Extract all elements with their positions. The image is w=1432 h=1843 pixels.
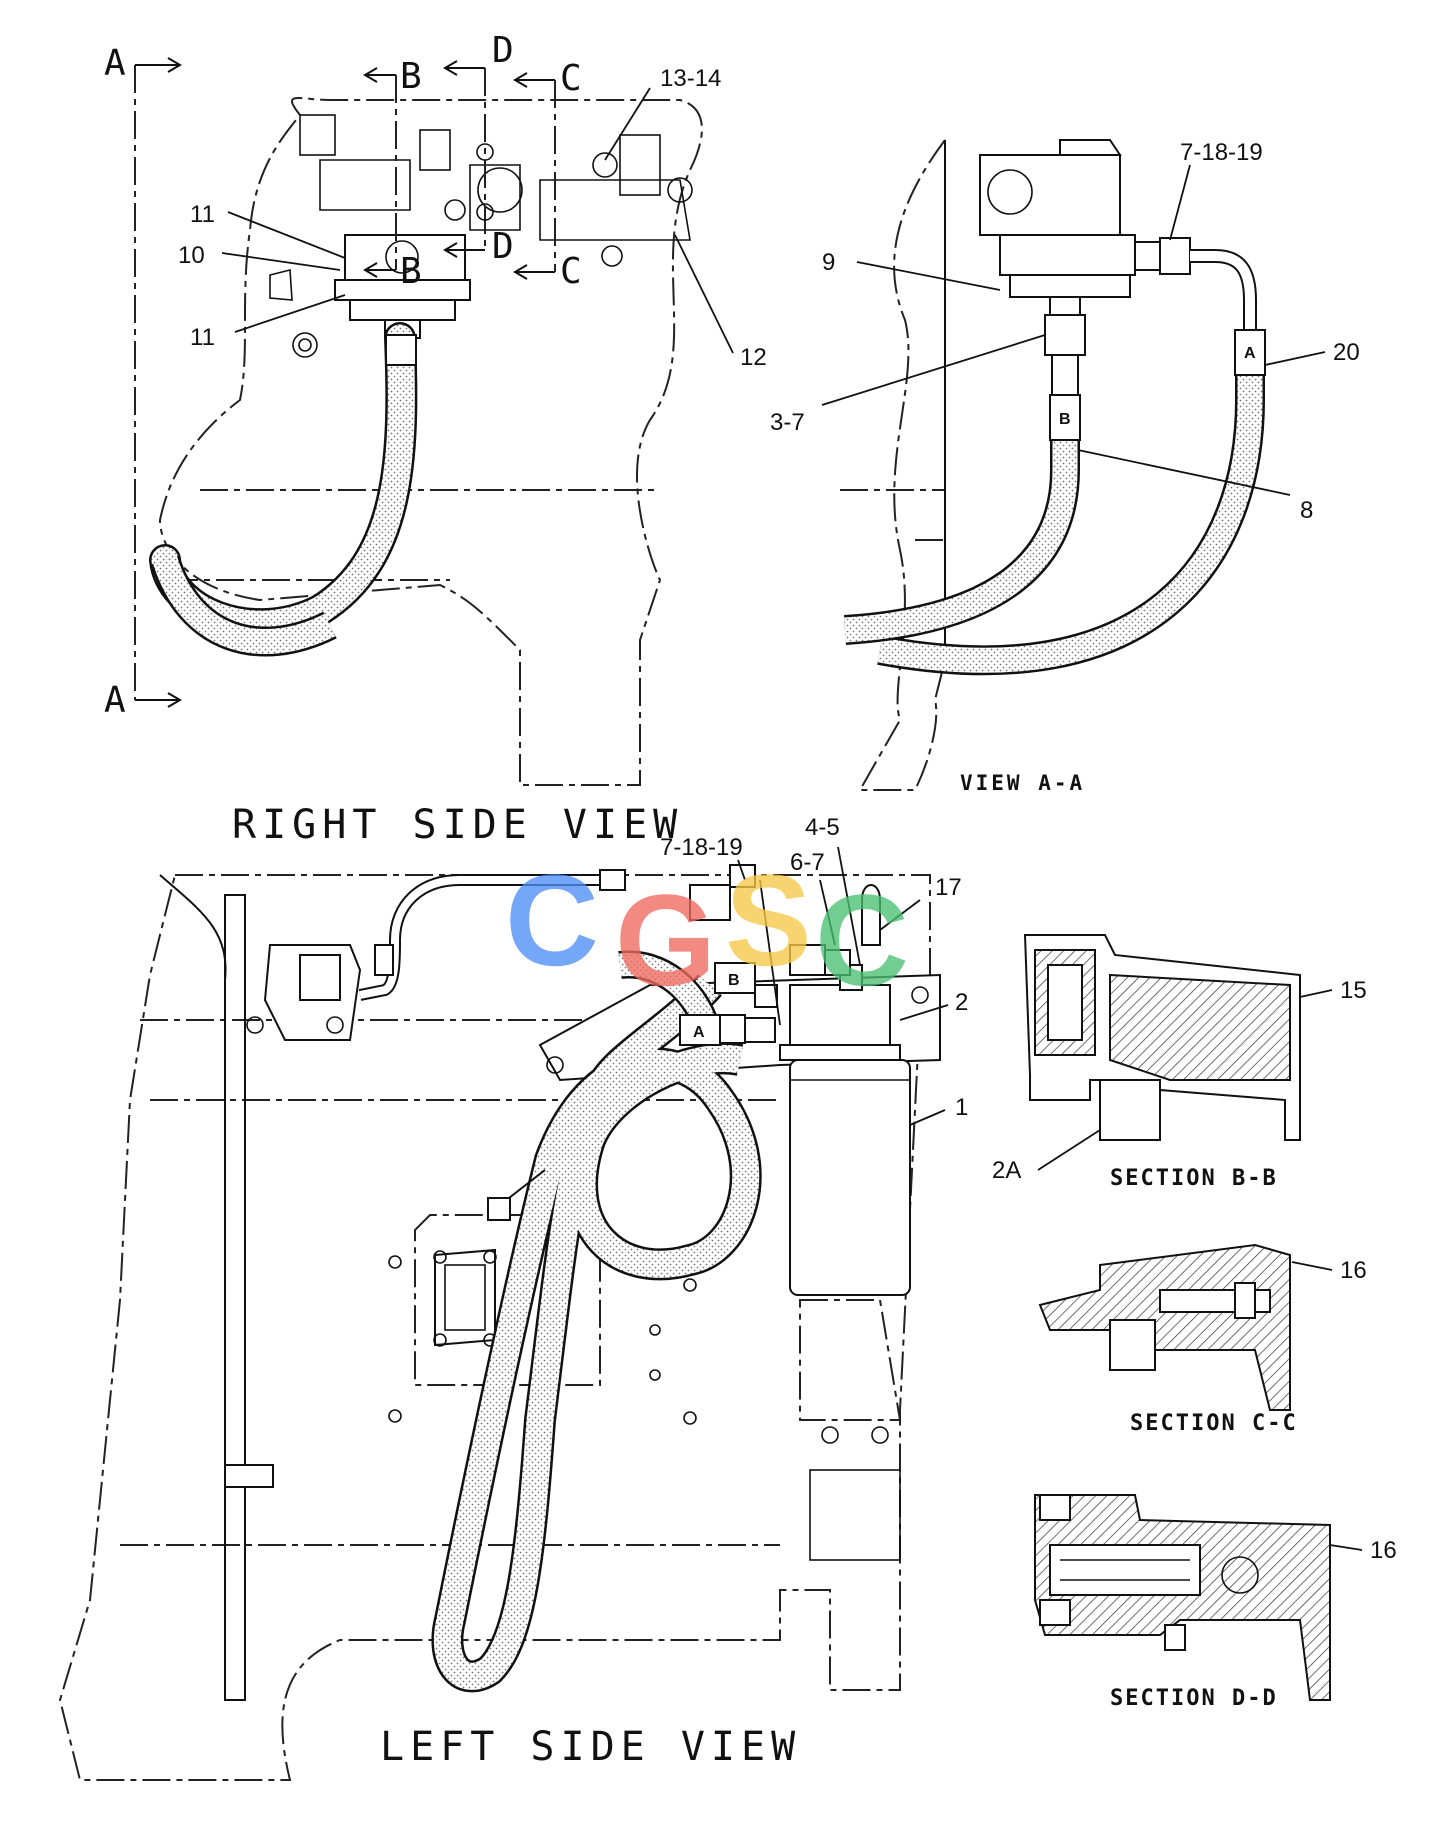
right-side-view-title: RIGHT SIDE VIEW <box>232 802 683 848</box>
watermark-logo: C G S C <box>505 847 909 1013</box>
view-aa-pump <box>979 139 1191 396</box>
hose-b-view-aa <box>844 395 1080 645</box>
callout-9: 9 <box>822 249 835 276</box>
arrow-b-top <box>363 67 396 83</box>
right-side-view: A A B B D D C C 13-14 11 10 11 12 RIGHT … <box>104 30 767 848</box>
svg-text:S: S <box>725 847 812 993</box>
callout-17: 17 <box>935 874 962 901</box>
callout-2: 2 <box>955 989 968 1016</box>
left-side-view: B A 7-18-19 4-5 6-7 17 2 1 LEFT SIDE VIE… <box>58 814 968 1781</box>
fitting-7-18-19 <box>1159 237 1191 275</box>
dipstick-tube <box>224 894 246 1701</box>
section-cc: 16 SECTION C-C <box>1038 1243 1367 1436</box>
section-bb-title: SECTION B-B <box>1110 1166 1278 1191</box>
hose-tag-b: B <box>1059 411 1071 428</box>
section-marker-d-lower: D <box>492 226 514 267</box>
arrow-a-bottom <box>135 692 182 708</box>
callout-12: 12 <box>740 344 767 371</box>
arrow-b-lower <box>363 262 396 278</box>
left-engine-outline <box>58 874 931 1781</box>
callout-3-7: 3-7 <box>770 409 805 436</box>
section-dd-title: SECTION D-D <box>1110 1686 1278 1711</box>
callout-6-7: 6-7 <box>790 849 825 876</box>
section-marker-c-top: C <box>560 58 582 99</box>
fitting-17 <box>861 884 881 946</box>
engine-head <box>269 114 693 358</box>
callout-7-18-19-view-aa: 7-18-19 <box>1180 139 1263 166</box>
hose-tag-a-left: A <box>693 1024 705 1041</box>
section-bb: 15 2A SECTION B-B <box>992 934 1367 1191</box>
callout-20: 20 <box>1333 339 1360 366</box>
arrow-c-top <box>513 72 555 88</box>
arrow-d-top <box>443 60 485 76</box>
callout-11-bottom: 11 <box>190 324 215 351</box>
callout-2a: 2A <box>992 1157 1021 1184</box>
arrow-d-lower <box>443 242 485 258</box>
left-side-view-title: LEFT SIDE VIEW <box>380 1724 801 1770</box>
fitting-3-7 <box>1044 314 1086 356</box>
callout-10: 10 <box>178 242 205 269</box>
section-marker-a-bottom: A <box>104 680 126 721</box>
section-marker-a-top: A <box>104 43 126 84</box>
section-dd: 16 SECTION D-D <box>1034 1494 1397 1711</box>
callout-8: 8 <box>1300 497 1313 524</box>
section-marker-b-top: B <box>400 56 422 97</box>
pump-assembly <box>334 234 471 339</box>
engine-outline <box>158 97 703 786</box>
callout-11-top: 11 <box>190 201 215 228</box>
callout-16-section-d: 16 <box>1370 1537 1397 1564</box>
svg-text:C: C <box>815 867 909 1013</box>
callout-1: 1 <box>955 1094 968 1121</box>
callout-4-5: 4-5 <box>805 814 840 841</box>
callout-15: 15 <box>1340 977 1367 1004</box>
arrow-a-top <box>135 57 182 73</box>
section-marker-c-lower: C <box>560 251 582 292</box>
view-aa-engine-outline <box>858 139 946 791</box>
view-aa: A B 7-18-19 9 20 3-7 8 VIEW A-A <box>770 139 1360 795</box>
left-pump <box>246 944 362 1041</box>
section-marker-d-top: D <box>492 30 514 71</box>
filter-head <box>779 964 901 1061</box>
svg-text:C: C <box>505 847 599 993</box>
callout-7-18-19-left: 7-18-19 <box>660 834 743 861</box>
view-aa-title: VIEW A-A <box>960 771 1085 795</box>
ecm-module <box>388 1214 697 1425</box>
section-cc-title: SECTION C-C <box>1130 1411 1298 1436</box>
fuel-filter <box>789 1059 911 1296</box>
arrow-c-lower <box>513 264 555 280</box>
section-marker-b-lower: B <box>400 251 422 292</box>
callout-16-section-c: 16 <box>1340 1257 1367 1284</box>
hose-tag-b-left: B <box>728 972 740 989</box>
svg-text:G: G <box>615 867 716 1013</box>
callout-13-14: 13-14 <box>660 65 721 92</box>
hose-tag-a: A <box>1244 345 1256 362</box>
